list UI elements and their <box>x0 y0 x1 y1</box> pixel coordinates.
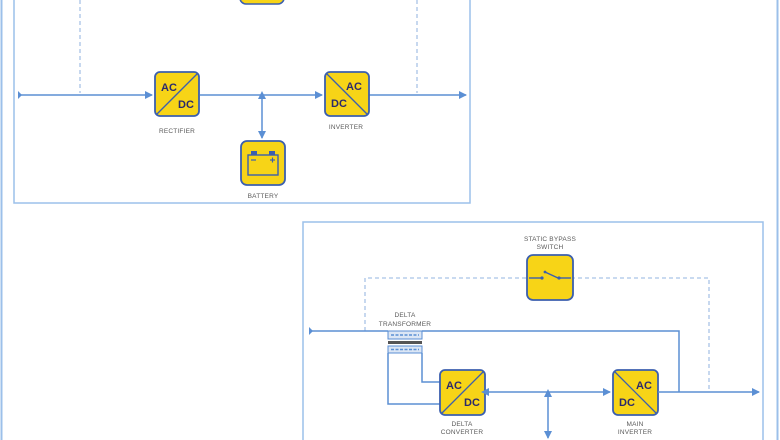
utility-line-to-output <box>422 330 680 392</box>
double-conversion-diagram: AC DC RECTIFIER AC DC INVERTER BATTERY <box>13 0 471 204</box>
delta-transformer-label-2: TRANSFORMER <box>379 321 431 328</box>
diagonal-divider <box>441 371 484 414</box>
main-inverter-dc: DC <box>619 397 635 409</box>
delta-converter-dc: DC <box>464 397 480 409</box>
delta-converter-label-1: DELTA <box>452 421 473 428</box>
rectifier-dc: DC <box>178 99 194 111</box>
delta-transformer-label-1: DELTA <box>395 312 416 319</box>
delta-transformer <box>387 330 423 354</box>
delta-converter-label-2: CONVERTER <box>441 429 484 436</box>
static-bypass-label-1: STATIC BYPASS <box>524 236 577 243</box>
rectifier-block: AC DC <box>154 71 200 117</box>
rectifier-ac: AC <box>161 82 177 94</box>
transformer-link-lower <box>387 353 441 405</box>
main-inverter-label-2: INVERTER <box>618 429 652 436</box>
battery-block <box>240 140 286 186</box>
switch-icon <box>529 270 571 280</box>
inverter-ac: AC <box>346 81 362 93</box>
rectifier-label: RECTIFIER <box>159 128 195 135</box>
diagonal-divider <box>614 371 657 414</box>
main-inverter-ac: AC <box>636 380 652 392</box>
inverter-block: AC DC <box>324 71 370 117</box>
static-bypass-label-2: SWITCH <box>537 244 564 251</box>
inverter-label: INVERTER <box>329 124 363 131</box>
battery-icon <box>247 151 279 176</box>
bypass-switch-block-partial <box>239 0 285 5</box>
delta-converter-ac: AC <box>446 380 462 392</box>
diagonal-divider <box>326 73 368 115</box>
diagonal-divider <box>156 73 198 115</box>
main-inverter-label-1: MAIN <box>626 421 643 428</box>
transformer-link-upper <box>421 353 441 383</box>
input-terminal <box>18 91 22 99</box>
top-diagram-frame <box>13 0 471 204</box>
main-inverter-block: AC DC <box>612 369 659 416</box>
delta-conversion-diagram: STATIC BYPASS SWITCH DELTA TRANSFORMER A… <box>302 221 764 440</box>
battery-label: BATTERY <box>248 193 279 200</box>
inverter-dc: DC <box>331 98 347 110</box>
delta-converter-block: AC DC <box>439 369 486 416</box>
static-bypass-switch-block <box>526 254 574 301</box>
bottom-diagram-frame <box>302 221 764 440</box>
